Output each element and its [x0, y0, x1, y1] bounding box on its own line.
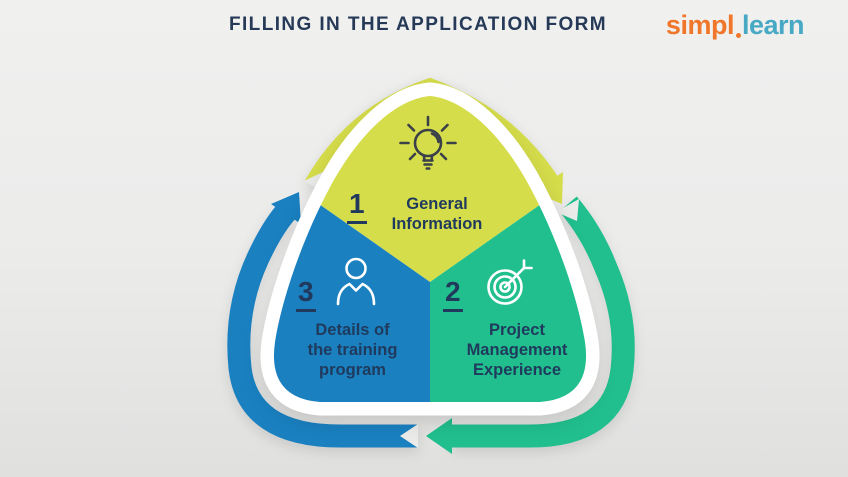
label-line: Information	[391, 215, 483, 233]
person-icon	[331, 255, 381, 316]
label-line: Project	[489, 321, 545, 339]
step-number-2: 2	[443, 278, 463, 312]
tail-notch-blue	[400, 424, 418, 448]
label-line: General	[406, 195, 468, 213]
triangle-segments	[274, 96, 586, 402]
lightbulb-icon	[396, 112, 460, 193]
arrowhead-blue	[271, 192, 301, 224]
arrowhead-green	[426, 418, 452, 454]
step-number-3: 3	[296, 278, 316, 312]
label-line: Details of	[315, 321, 390, 339]
segment-general-information	[274, 96, 586, 282]
logo-simpl: simpl	[665, 10, 735, 40]
arrow-band-right	[452, 196, 635, 448]
target-icon	[481, 256, 537, 317]
label-line: the training	[307, 341, 398, 359]
label-line: Management	[466, 341, 568, 359]
section-label-general-information: General Information	[357, 194, 517, 234]
label-line: Experience	[472, 361, 562, 379]
simplilearn-logo: simpl learn	[665, 10, 805, 41]
step-number-1: 1	[347, 190, 367, 224]
page-title: FILLING IN THE APPLICATION FORM	[229, 14, 607, 35]
arrow-band-left	[227, 204, 418, 448]
logo-learn: learn	[741, 10, 805, 40]
logo-i-dot-icon	[735, 33, 741, 38]
arrowhead-yellow	[533, 172, 563, 204]
label-line: program	[319, 361, 386, 379]
tail-notch-green	[556, 199, 579, 221]
section-label-project-management-experience: Project Management Experience	[437, 320, 597, 380]
section-label-details-training-program: Details of the training program	[275, 320, 430, 380]
